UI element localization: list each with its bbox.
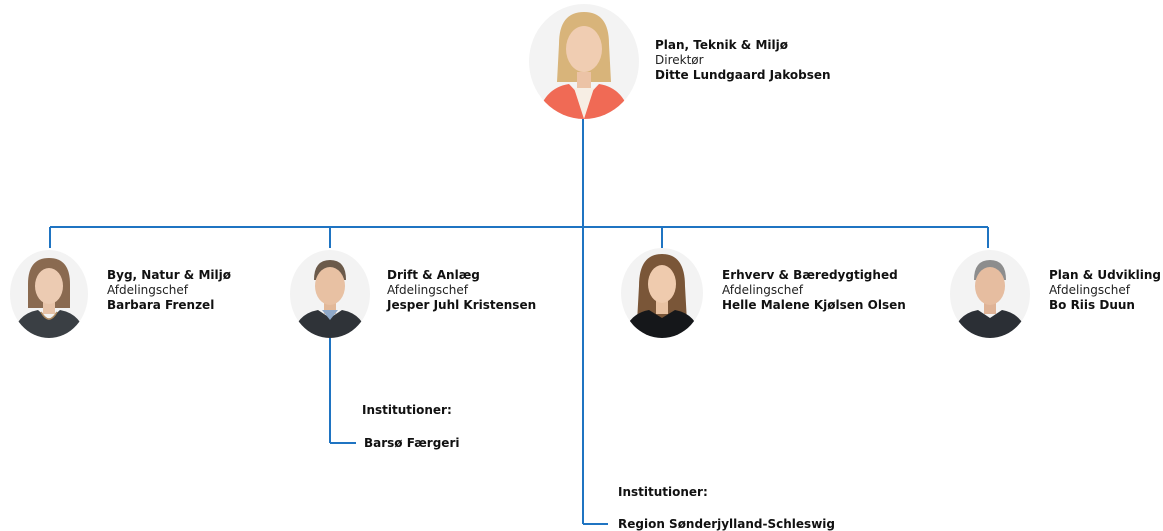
manager-role-4: Afdelingschef <box>1049 283 1130 297</box>
director-card: Plan, Teknik & Miljø Direktør Ditte Lund… <box>655 38 831 83</box>
director-institutions-label: Institutioner: <box>618 485 708 499</box>
director-department: Plan, Teknik & Miljø <box>655 38 788 52</box>
man-grey-hair-jacket-icon <box>950 250 1030 338</box>
manager-department-4: Plan & Udvikling <box>1049 268 1161 282</box>
manager-name-4: Bo Riis Duun <box>1049 298 1135 312</box>
director-institution-item: Region Sønderjylland-Schleswig <box>618 517 835 531</box>
manager-card-1: Byg, Natur & Miljø Afdelingschef Barbara… <box>107 268 231 313</box>
manager-name-2: Jesper Juhl Kristensen <box>387 298 537 312</box>
manager-card-4: Plan & Udvikling Afdelingschef Bo Riis D… <box>1049 268 1161 313</box>
manager-card-2: Drift & Anlæg Afdelingschef Jesper Juhl … <box>387 268 536 313</box>
manager-department-3: Erhverv & Bæredygtighed <box>722 268 898 282</box>
manager-department-2: Drift & Anlæg <box>387 268 480 282</box>
manager-role-1: Afdelingschef <box>107 283 188 297</box>
woman-blonde-coral-jacket-icon <box>529 4 639 119</box>
woman-long-brown-hair-icon <box>621 248 703 338</box>
director-role: Direktør <box>655 53 704 67</box>
director-avatar <box>529 4 639 119</box>
man-short-hair-sweater-icon <box>290 250 370 338</box>
manager-card-3: Erhverv & Bæredygtighed Afdelingschef He… <box>722 268 906 313</box>
woman-brown-hair-necklace-icon <box>10 250 88 338</box>
manager-department-1: Byg, Natur & Miljø <box>107 268 231 282</box>
manager-role-2: Afdelingschef <box>387 283 468 297</box>
manager-name-3: Helle Malene Kjølsen Olsen <box>722 298 906 312</box>
manager-name-1: Barbara Frenzel <box>107 298 215 312</box>
manager-role-3: Afdelingschef <box>722 283 803 297</box>
director-name: Ditte Lundgaard Jakobsen <box>655 68 831 82</box>
manager-avatar-1 <box>10 250 88 338</box>
drift-institution-item: Barsø Færgeri <box>364 436 460 450</box>
manager-avatar-3 <box>621 248 703 338</box>
manager-avatar-2 <box>290 250 370 338</box>
drift-institutions-label: Institutioner: <box>362 403 452 417</box>
manager-avatar-4 <box>950 250 1030 338</box>
